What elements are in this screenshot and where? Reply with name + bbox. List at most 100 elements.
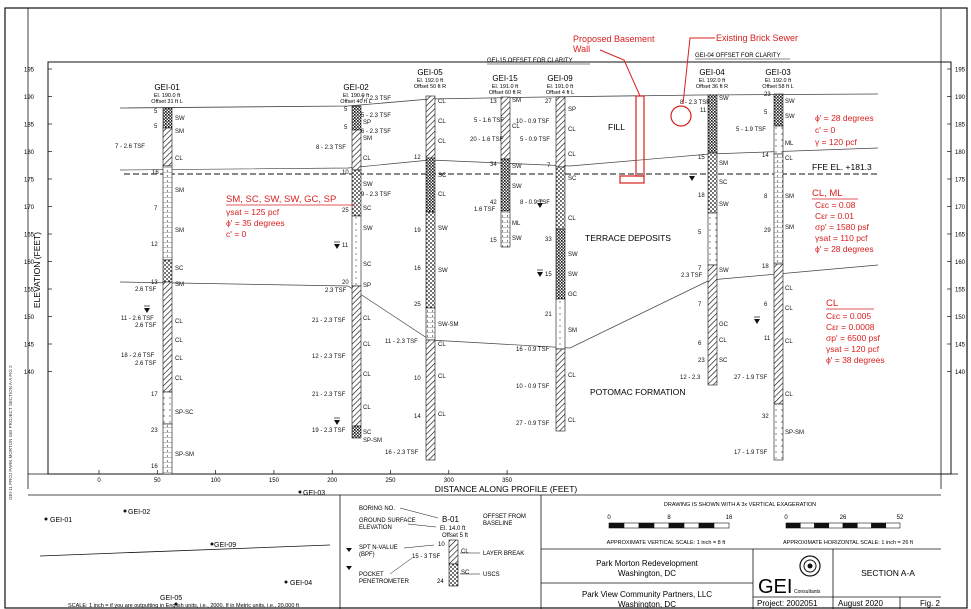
svg-text:SC: SC [719, 358, 728, 364]
svg-text:Cεc = 0.08: Cεc = 0.08 [815, 200, 856, 210]
svg-text:7: 7 [154, 206, 158, 212]
svg-text:El. 191.0 ft: El. 191.0 ft [547, 84, 574, 90]
svg-text:18 - 2.6 TSF: 18 - 2.6 TSF [121, 353, 155, 359]
svg-text:8: 8 [764, 194, 768, 200]
side-text: GEI-11 PROJ PARK MORTON GEI PROJECT SECT… [8, 365, 13, 500]
svg-text:CL: CL [363, 156, 371, 162]
y-tick-label: 180 [24, 150, 35, 156]
svg-text:ϕ' = 38 degrees: ϕ' = 38 degrees [826, 355, 885, 365]
svg-text:ELEVATION: ELEVATION [359, 525, 392, 531]
key-plan: GEI-01 GEI-02 GEI-03 GEI-09 GEI-04 GEI-0… [39, 490, 331, 609]
svg-text:SM: SM [568, 328, 577, 334]
svg-text:CL: CL [363, 405, 371, 411]
svg-text:14: 14 [414, 414, 421, 420]
boring-gei04 [707, 94, 718, 386]
svg-text:σp' = 6500 psf: σp' = 6500 psf [826, 333, 881, 343]
svg-text:Cεr = 0.0008: Cεr = 0.0008 [826, 322, 875, 332]
scale-tick-label: 52 [897, 515, 904, 521]
svg-text:23: 23 [764, 92, 771, 98]
ffe-label: FFE EL. +181.3 [812, 162, 872, 172]
boring-id: GEI-01 [154, 83, 180, 92]
svg-text:17: 17 [151, 392, 158, 398]
svg-text:SM: SM [363, 136, 372, 142]
svg-text:12 - 2.3 TSF: 12 - 2.3 TSF [312, 354, 346, 360]
vertical-scale-label: APPROXIMATE VERTICAL SCALE: 1 inch = 8 f… [607, 540, 726, 546]
svg-text:SM: SM [785, 225, 794, 231]
figure-number: Fig. 2 [920, 599, 941, 608]
svg-text:GEI-01: GEI-01 [50, 517, 72, 524]
svg-text:12: 12 [414, 155, 421, 161]
svg-text:CL: CL [363, 316, 371, 322]
y-tick-label: 175 [955, 178, 966, 184]
svg-text:SW: SW [785, 114, 795, 120]
svg-text:2.3 TSF: 2.3 TSF [681, 273, 703, 279]
svg-text:Offset 36 ft R: Offset 36 ft R [696, 84, 728, 90]
horizontal-scale-label: APPROXIMATE HORIZONTAL SCALE: 1 inch = 2… [783, 540, 913, 546]
svg-text:13: 13 [151, 280, 158, 286]
y-tick-label: 185 [24, 123, 35, 129]
svg-text:SPT N-VALUE: SPT N-VALUE [359, 545, 398, 551]
svg-text:El. 191.0 ft: El. 191.0 ft [492, 84, 519, 90]
svg-text:Washington, DC: Washington, DC [618, 600, 676, 609]
logo-icon [799, 555, 821, 577]
svg-text:SC: SC [363, 206, 372, 212]
svg-text:SM: SM [512, 98, 521, 104]
soil-properties-clml: CL, ML Cεc = 0.08 Cεr = 0.01 σp' = 1580 … [812, 188, 874, 254]
svg-text:CL: CL [568, 152, 576, 158]
x-axis-label: DISTANCE ALONG PROFILE (FEET) [435, 484, 578, 494]
svg-text:CL: CL [175, 156, 183, 162]
svg-text:19 - 2.3 TSF: 19 - 2.3 TSF [312, 428, 346, 434]
svg-text:SW: SW [438, 268, 448, 274]
x-tick-label: 350 [502, 478, 513, 484]
svg-text:GC: GC [568, 292, 578, 298]
x-tick-label: 300 [444, 478, 455, 484]
svg-text:5 - 1.9 TSF: 5 - 1.9 TSF [736, 127, 766, 133]
svg-text:SP: SP [363, 283, 371, 289]
svg-text:20 - 1.6 TSF: 20 - 1.6 TSF [470, 137, 504, 143]
svg-text:11: 11 [700, 108, 707, 114]
brick-sewer [670, 105, 692, 127]
svg-text:5: 5 [154, 109, 158, 115]
svg-text:18: 18 [762, 264, 769, 270]
svg-text:CL: CL [175, 338, 183, 344]
svg-text:5 - 2.3 TSF: 5 - 2.3 TSF [361, 113, 391, 119]
svg-text:CL: CL [568, 127, 576, 133]
soil-properties-fill: ϕ' = 28 degrees c' = 0 γ = 120 pcf [815, 113, 874, 147]
svg-text:CL: CL [568, 373, 576, 379]
y-tick-label: 165 [955, 233, 966, 239]
svg-text:13: 13 [490, 99, 497, 105]
y-tick-label: 190 [24, 95, 35, 101]
svg-text:5: 5 [344, 107, 348, 113]
svg-text:CL: CL [363, 342, 371, 348]
boring-gei15 [500, 96, 511, 248]
svg-text:BORING NO.: BORING NO. [359, 506, 395, 512]
ground-surface-line [119, 93, 879, 109]
svg-text:PENETROMETER: PENETROMETER [359, 579, 410, 585]
svg-text:CL: CL [438, 119, 446, 125]
y-tick-label: 180 [955, 150, 966, 156]
basement-label: Proposed Basement [573, 34, 655, 44]
svg-text:CL: CL [785, 392, 793, 398]
svg-text:γsat = 120 pcf: γsat = 120 pcf [826, 344, 880, 354]
svg-text:GC: GC [719, 322, 729, 328]
svg-text:24: 24 [437, 579, 444, 585]
svg-text:11 - 2.3 TSF: 11 - 2.3 TSF [385, 339, 418, 345]
water-level-markers [144, 173, 760, 425]
y-tick-label: 140 [24, 370, 35, 376]
svg-text:El. 192.0 ft: El. 192.0 ft [417, 78, 444, 84]
svg-text:SCALE: 1 inch = if you are out: SCALE: 1 inch = if you are outputting in… [68, 603, 299, 609]
scale-tick-label: 0 [784, 515, 788, 521]
proposed-basement-wall [599, 49, 645, 184]
svg-text:CL: CL [461, 549, 469, 555]
offset-note-gei15: GEI-15 OFFSET FOR CLARITY [487, 58, 573, 64]
svg-text:SC: SC [438, 173, 447, 179]
svg-text:GEI-04: GEI-04 [290, 580, 312, 587]
x-tick-label: 100 [211, 478, 222, 484]
svg-text:15: 15 [545, 272, 552, 278]
svg-text:CL: CL [438, 374, 446, 380]
svg-text:CL: CL [785, 306, 793, 312]
soil-properties-cl: CL Cεc = 0.005 Cεr = 0.0008 σp' = 6500 p… [826, 298, 885, 365]
svg-text:5 - 0.9 TSF: 5 - 0.9 TSF [520, 137, 550, 143]
